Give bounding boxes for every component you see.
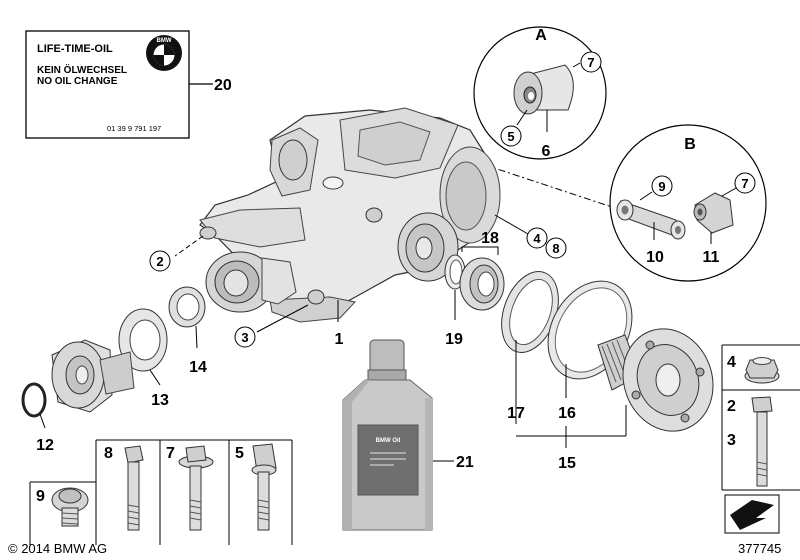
bolt-8-icon <box>124 445 144 531</box>
bolt-label-9: 9 <box>36 488 45 505</box>
bolt-label-8: 8 <box>104 445 113 462</box>
callout-1: 1 <box>335 331 344 348</box>
callout-16: 16 <box>558 405 576 422</box>
sticker-line-3: NO OIL CHANGE <box>37 76 118 87</box>
right-label-2: 2 <box>727 398 736 415</box>
oil-sticker: LIFE-TIME-OIL KEIN ÖLWECHSEL NO OIL CHAN… <box>25 30 190 139</box>
right-label-3: 3 <box>727 432 736 449</box>
seal-rings-18-19 <box>444 254 505 311</box>
direction-arrow-icon <box>724 494 780 534</box>
diagram-number: 377745 <box>738 541 782 556</box>
output-flange <box>597 328 714 432</box>
callout-18: 18 <box>481 230 499 247</box>
flange-hub <box>51 339 135 413</box>
sticker-part-number: 01 39 9 791 197 <box>107 124 161 133</box>
callout-4: 4 <box>533 231 541 246</box>
detail-b-label-10: 10 <box>646 249 664 266</box>
callout-2: 2 <box>156 254 163 269</box>
detail-b-label-11: 11 <box>703 249 720 266</box>
seal-14 <box>168 286 206 328</box>
callout-17: 17 <box>507 405 525 422</box>
bmw-logo-icon: BMW <box>146 35 182 71</box>
detail-b-callout-7: 7 <box>741 176 748 191</box>
bolt-7-icon <box>178 445 214 531</box>
callout-15: 15 <box>558 455 576 472</box>
bolt-label-7: 7 <box>166 445 175 462</box>
detail-a-callout-7: 7 <box>587 55 594 70</box>
differential-housing <box>199 107 501 323</box>
bmw-logo-text: BMW <box>157 38 172 44</box>
copyright-text: © 2014 BMW AG <box>8 541 108 556</box>
bolt-5-icon <box>251 443 277 531</box>
bottle-label-text: BMW Oil <box>376 438 401 444</box>
detail-a-callout-5: 5 <box>507 129 514 144</box>
nut-4-icon <box>744 357 780 384</box>
callout-20: 20 <box>214 77 232 94</box>
detail-a-title: A <box>535 27 547 44</box>
detail-a: A 7 5 6 <box>473 26 607 160</box>
callout-13: 13 <box>151 392 169 409</box>
bolt-2-icon <box>751 396 773 487</box>
bolt-label-5: 5 <box>235 445 244 462</box>
callout-12: 12 <box>36 437 54 454</box>
callout-19: 19 <box>445 331 463 348</box>
oil-bottle: BMW Oil <box>342 339 433 531</box>
detail-b: B 9 7 10 11 <box>609 124 767 282</box>
sticker-line-2: KEIN ÖLWECHSEL <box>37 63 127 76</box>
detail-a-label-6: 6 <box>542 143 551 160</box>
callout-8: 8 <box>552 241 559 256</box>
right-label-4: 4 <box>727 354 736 371</box>
seal-13 <box>118 308 168 372</box>
plug-9-icon <box>51 487 89 527</box>
right-hardware-panel: 4 2 3 <box>721 344 800 491</box>
bolt-panel: 8 7 5 9 <box>29 439 293 545</box>
detail-b-callout-9: 9 <box>658 179 665 194</box>
detail-b-title: B <box>684 136 696 153</box>
circlip-12 <box>21 382 47 418</box>
callout-3: 3 <box>241 330 248 345</box>
seal-17 <box>501 271 559 353</box>
sticker-line-1: LIFE-TIME-OIL <box>37 43 113 55</box>
callout-14: 14 <box>189 359 207 376</box>
callout-21: 21 <box>456 454 474 471</box>
